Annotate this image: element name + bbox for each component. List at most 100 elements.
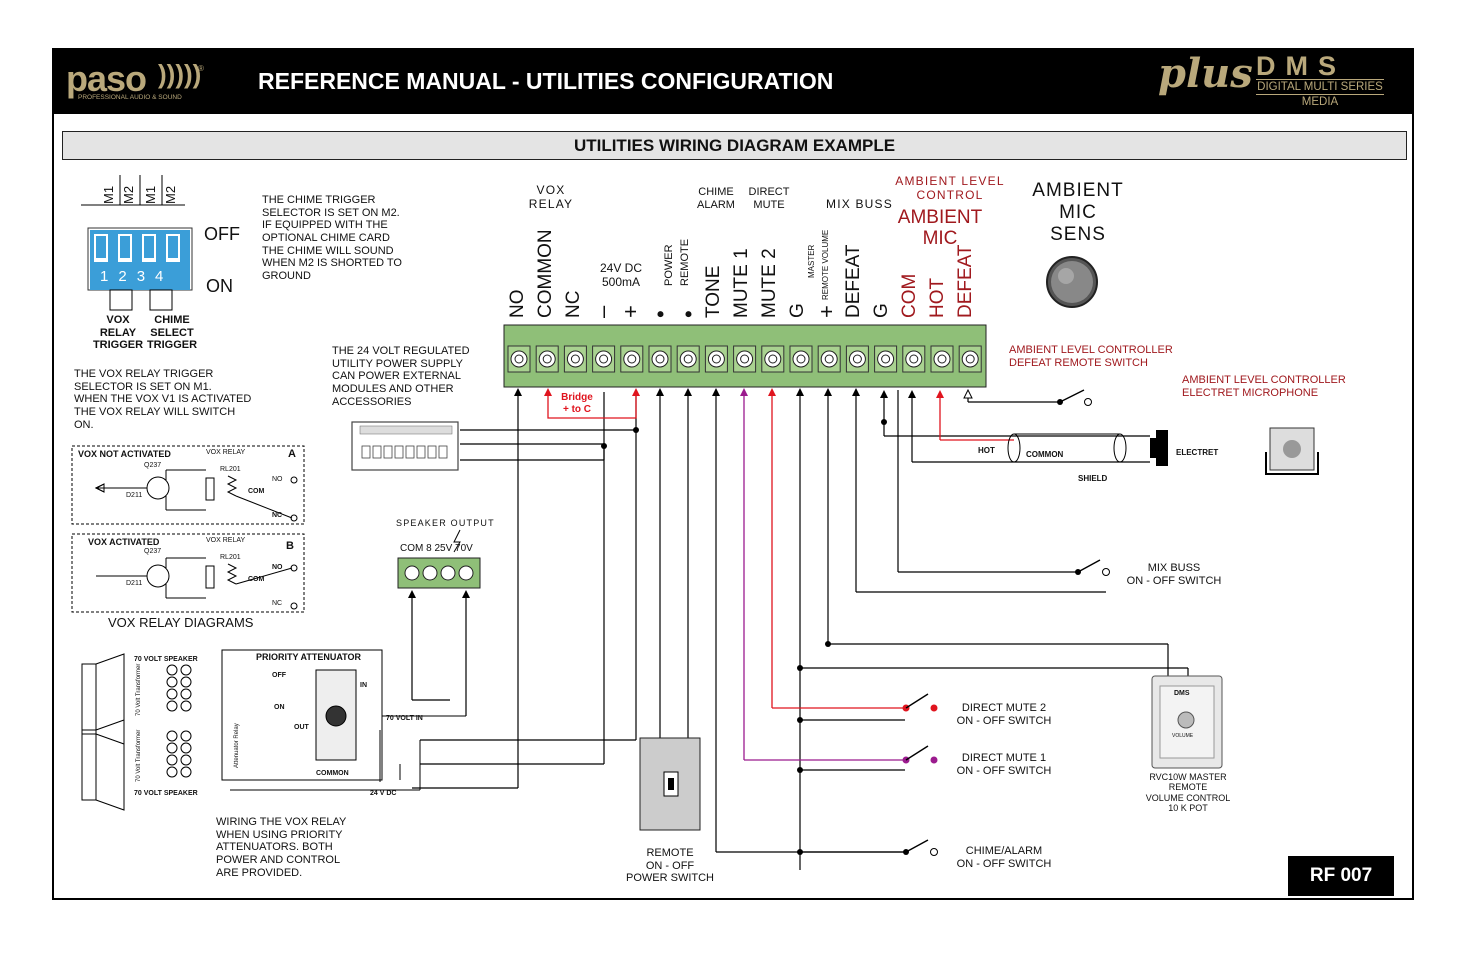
vox-symbol <box>235 495 293 519</box>
page-title: REFERENCE MANUAL - UTILITIES CONFIGURATI… <box>258 68 834 94</box>
psu-terminal <box>372 445 382 459</box>
vox-a-title: VOX NOT ACTIVATED <box>78 449 171 459</box>
paso-logo: paso ))))) ® PROFESSIONAL AUDIO & SOUND <box>66 58 216 102</box>
mic-cable <box>1007 427 1319 475</box>
vox-symbol <box>94 483 105 493</box>
terminal-block <box>503 324 987 388</box>
att-out-label: OUT <box>294 724 309 731</box>
att-off-label: OFF <box>272 672 286 679</box>
terminal-mute1: MUTE 1 <box>731 248 752 318</box>
vox-symbol <box>146 476 170 500</box>
dms-subtitle: DIGITAL MULTI SERIES MEDIA <box>1256 79 1384 109</box>
rvc-volume: VOLUME <box>1172 733 1194 739</box>
plus-logo: plus <box>1158 50 1253 97</box>
psu-terminal <box>361 445 371 459</box>
priority-attenuator <box>81 649 466 811</box>
wires <box>411 390 1189 870</box>
vox-diagrams-caption: VOX RELAY DIAGRAMS <box>108 615 254 630</box>
vox-a-rl: RL201 <box>220 466 241 473</box>
psu-terminal <box>438 445 448 459</box>
vox-a-letter: A <box>288 448 296 460</box>
vox-a-nc: NC <box>272 512 283 519</box>
terminal-defeat: DEFEAT <box>843 244 864 318</box>
logo-wave-icon: ))))) <box>158 59 202 89</box>
terminal-no: NO <box>507 289 528 319</box>
rvc-plate <box>1151 675 1223 769</box>
vox-b-letter: B <box>286 540 294 552</box>
power-remote-label-1: POWER <box>663 244 675 286</box>
terminal-tone: TONE <box>703 265 724 318</box>
vox-b-relay: VOX RELAY <box>206 537 246 544</box>
att-common-label: COMMON <box>316 770 349 777</box>
vox-boxes <box>71 445 305 613</box>
vox-symbol <box>205 477 215 501</box>
coil-turn <box>180 664 192 676</box>
vox-symbol <box>226 563 238 585</box>
colored-wires <box>547 390 1014 761</box>
coil-turn <box>166 700 178 712</box>
vox-symbol <box>235 567 293 585</box>
terminal-screw <box>563 345 587 373</box>
dip-switch <box>81 175 193 311</box>
att-70v-in-label: 70 VOLT IN <box>386 715 423 722</box>
dip-on-label: ON <box>206 276 233 296</box>
coil-turn <box>166 688 178 700</box>
psu-module <box>351 421 459 471</box>
terminal-screw <box>817 345 841 373</box>
vox-symbol <box>226 475 238 497</box>
switch-symbols <box>902 389 1110 856</box>
terminal-screw <box>535 345 559 373</box>
psu-terminal <box>427 445 437 459</box>
coil-turn <box>180 754 192 766</box>
power-remote-label-2: REMOTE <box>679 238 691 286</box>
speaker-top-label: 70 VOLT SPEAKER <box>134 656 198 663</box>
terminal-ambient-defeat: DEFEAT <box>955 244 976 318</box>
speaker-output-terminals: COM 8 25V 70V <box>400 543 473 554</box>
vox-b-com: COM <box>248 576 265 583</box>
terminal-screw <box>676 345 700 373</box>
coil-turn <box>166 754 178 766</box>
terminal-screw <box>507 345 531 373</box>
section-title: UTILITIES WIRING DIAGRAM EXAMPLE <box>62 131 1407 160</box>
vox-b-d: D211 <box>126 580 143 587</box>
att-24vdc-label: 24 V DC <box>370 790 397 797</box>
terminal-screw <box>789 345 813 373</box>
attenuator-relay-label: Attenuator Relay <box>234 723 240 768</box>
terminal-minus: – <box>590 305 615 318</box>
dip-label-m2: M2 <box>121 185 136 204</box>
vox-a-com: COM <box>248 488 265 495</box>
terminal-screw <box>704 345 728 373</box>
logo-text: paso <box>66 58 147 99</box>
speaker-output-connector <box>397 529 481 598</box>
master-label: MASTER <box>807 244 816 278</box>
terminal-remote-a: • <box>648 310 673 318</box>
vox-a-relay: VOX RELAY <box>206 449 246 456</box>
vox-b-nc: NC <box>272 600 283 607</box>
dip-label-m1b: M1 <box>143 185 158 204</box>
logo-registered: ® <box>198 64 204 73</box>
wire-arrows <box>514 388 973 399</box>
vox-a-q: Q237 <box>144 462 162 469</box>
remote-power-plate <box>639 737 701 831</box>
rvc-brand: DMS <box>1174 690 1190 697</box>
vox-a-d: D211 <box>126 492 143 499</box>
vox-b-no: NO <box>272 564 283 571</box>
vox-symbol <box>205 565 215 589</box>
terminal-screw <box>592 345 616 373</box>
coil-turn <box>166 730 178 742</box>
